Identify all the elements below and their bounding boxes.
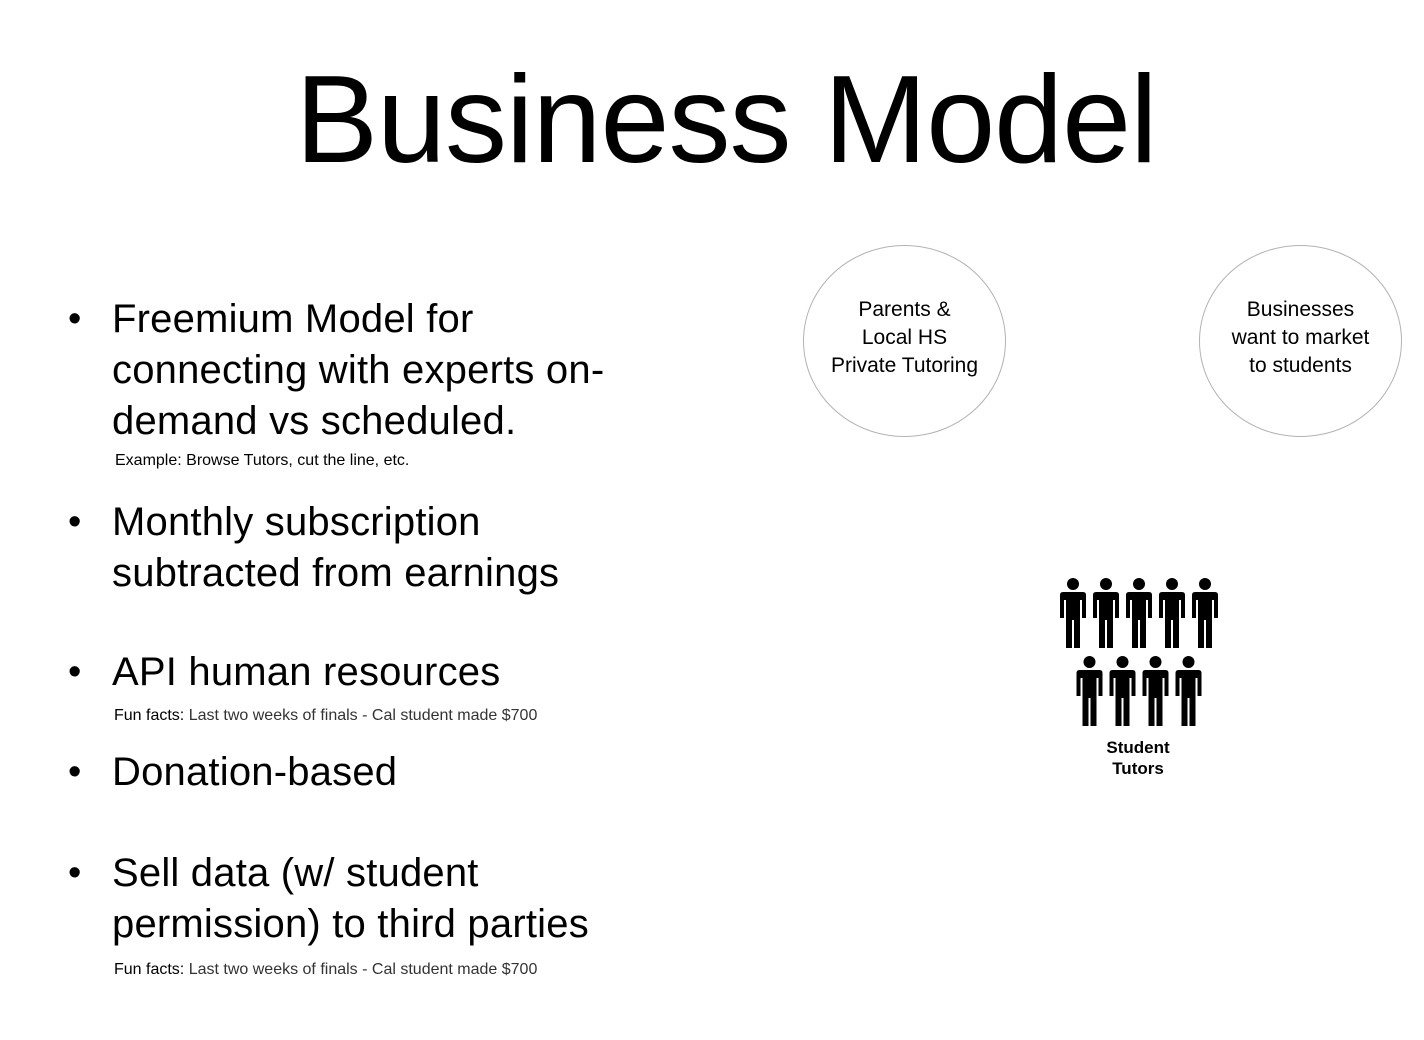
person-icon (1060, 578, 1086, 648)
person-icon (1142, 656, 1169, 726)
bullet-text: Sell data (w/ student permission) to thi… (112, 851, 589, 946)
person-icon (1175, 656, 1202, 726)
fun-facts-note-2: Fun facts: Last two weeks of finals - Ca… (114, 960, 537, 980)
bullet-dot-icon: • (68, 751, 82, 793)
circle-businesses: Businesses want to market to students (1199, 245, 1402, 437)
fun-facts-text: Last two weeks of finals - Cal student m… (188, 707, 538, 724)
student-tutors-label: Student Tutors (1106, 738, 1170, 778)
example-note-text: Example: Browse Tutors, cut the line, et… (115, 452, 410, 469)
fun-facts-prefix: Fun facts: (114, 707, 185, 724)
fun-facts-text: Last two weeks of finals - Cal student m… (188, 961, 538, 978)
circle-parents: Parents & Local HS Private Tutoring (803, 245, 1006, 437)
person-icon (1126, 578, 1152, 648)
people-group-icon (1060, 578, 1218, 726)
bullet-dot-icon: • (68, 651, 82, 693)
bullet-text: API human resources (112, 650, 501, 694)
slide-title: Business Model (295, 51, 1157, 189)
bullet-text: Monthly subscription subtracted from ear… (112, 500, 560, 595)
person-icon (1093, 578, 1119, 648)
person-icon (1159, 578, 1185, 648)
circle-parents-label: Parents & Local HS Private Tutoring (830, 298, 979, 377)
example-note: Example: Browse Tutors, cut the line, et… (115, 451, 409, 471)
person-icon (1109, 656, 1136, 726)
bullet-dot-icon: • (68, 852, 82, 894)
bullet-text: Donation-based (112, 750, 398, 794)
fun-facts-note-1: Fun facts: Last two weeks of finals - Ca… (114, 706, 537, 726)
person-icon (1076, 656, 1103, 726)
fun-facts-prefix: Fun facts: (114, 961, 185, 978)
bullet-dot-icon: • (68, 501, 82, 543)
bullet-text: Freemium Model for connecting with exper… (112, 297, 605, 443)
circle-businesses-label: Businesses want to market to students (1231, 298, 1370, 377)
bullet-dot-icon: • (68, 298, 82, 340)
person-icon (1192, 578, 1218, 648)
